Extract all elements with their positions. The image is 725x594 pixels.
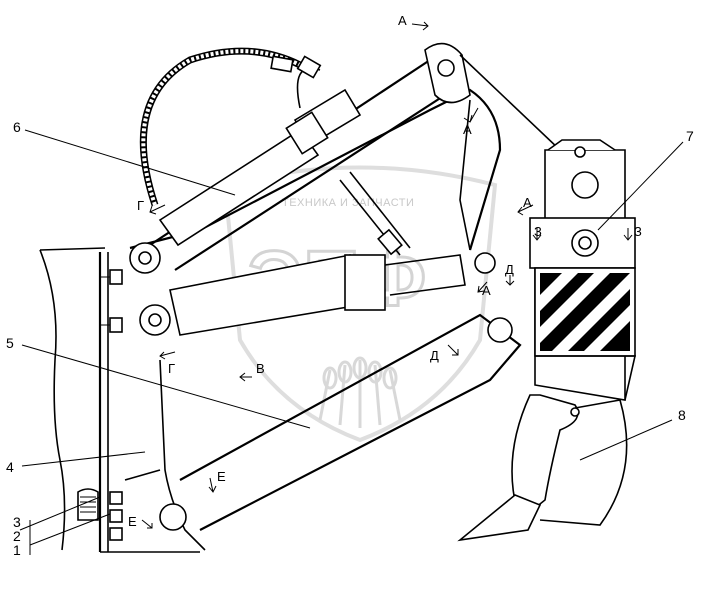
section-letter-labels: А А А А Г Г В Д Д Е Е З З <box>128 13 642 529</box>
hydraulic-hose <box>139 47 322 207</box>
watermark-caption: ТЕХНИКА И ЗАПЧАСТИ <box>282 197 414 209</box>
callout-1: 1 <box>13 542 21 558</box>
callout-4: 4 <box>6 459 14 475</box>
hydraulic-cylinder <box>158 67 362 247</box>
mark-a-top: А <box>398 13 407 28</box>
mark-a-low: А <box>482 283 491 298</box>
mark-z-right: З <box>634 224 642 239</box>
frame-bolts <box>100 269 123 541</box>
callout-5: 5 <box>6 335 14 351</box>
mark-g-left: Г <box>137 198 144 213</box>
mark-e-lower: Е <box>128 514 137 529</box>
beam-pin <box>159 503 187 531</box>
lower-beam <box>159 313 522 531</box>
mark-d-low: Д <box>430 348 439 363</box>
ripper-tip <box>457 494 542 542</box>
leader-lines <box>19 129 684 555</box>
mark-z-left: З <box>534 224 542 239</box>
mark-d-right: Д <box>505 262 514 277</box>
tilt-cylinder <box>129 171 513 343</box>
callout-labels: 6 5 4 3 2 1 7 8 <box>6 119 694 558</box>
mounting-frame <box>39 247 200 553</box>
hazard-stripes <box>540 273 630 351</box>
wheat-icon <box>318 356 402 428</box>
callout-2: 2 <box>13 528 21 544</box>
mark-v: В <box>256 361 265 376</box>
section-arrows <box>141 21 633 529</box>
callout-6: 6 <box>13 119 21 135</box>
mark-a-top2: А <box>463 122 472 137</box>
callout-8: 8 <box>678 407 686 423</box>
callout-7: 7 <box>686 128 694 144</box>
ripper-shank <box>457 394 628 542</box>
mark-e-upper: Е <box>217 469 226 484</box>
mark-a-mid: А <box>523 195 532 210</box>
mark-g-bottom: Г <box>168 361 175 376</box>
carrier-block <box>529 139 637 401</box>
callout-3: 3 <box>13 514 21 530</box>
